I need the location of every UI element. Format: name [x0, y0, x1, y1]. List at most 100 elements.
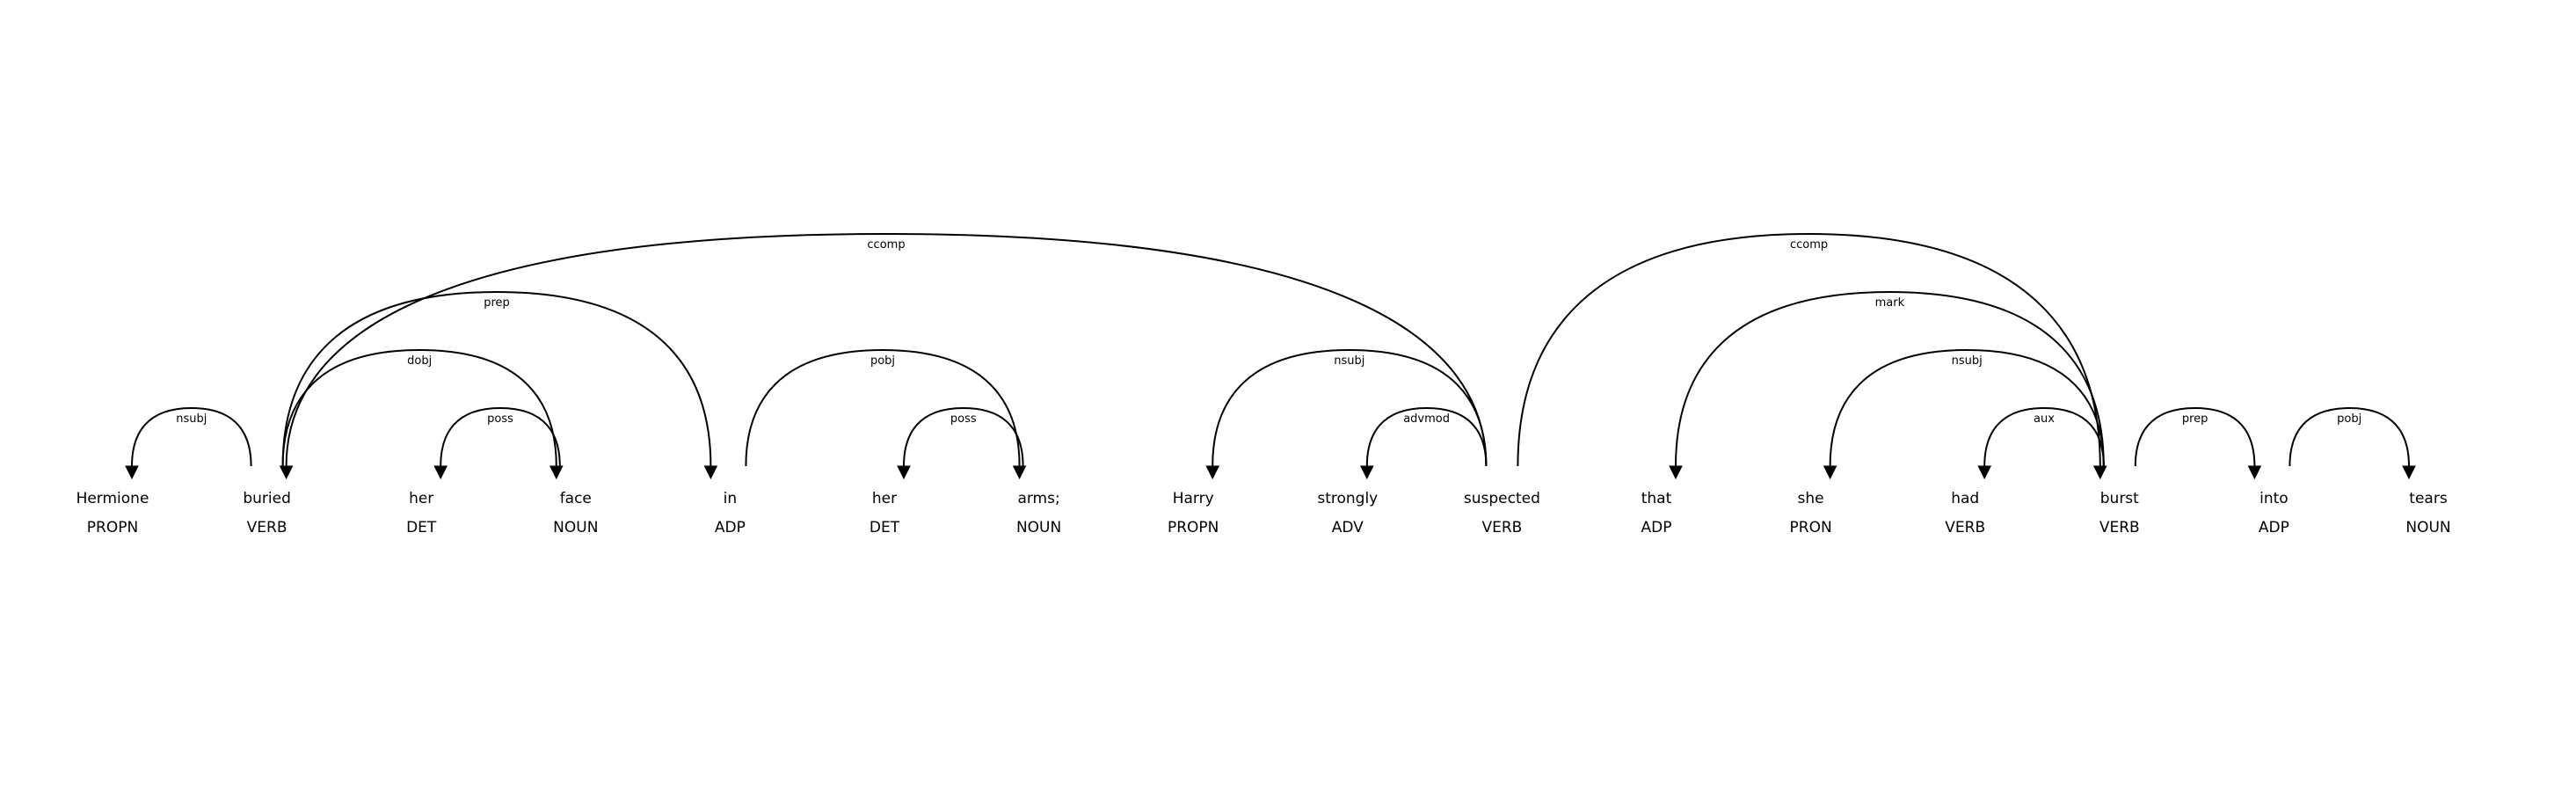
arcs-layer: nsubjccompprepdobjposspobjpossnsubjadvmo…	[125, 232, 2416, 480]
arc-arrowhead	[1012, 465, 1027, 480]
dependency-arc: dobj	[281, 348, 564, 480]
dependency-arc: prep	[281, 290, 718, 480]
arc-label: prep	[484, 296, 510, 310]
token-pos-tag: VERB	[247, 519, 287, 536]
arc-label: poss	[950, 412, 977, 426]
dependency-arc: prep	[2134, 406, 2262, 480]
token-word: tears	[2409, 490, 2448, 507]
token-word: in	[724, 490, 738, 507]
arc-label: advmod	[1403, 412, 1450, 426]
arc-label: nsubj	[1952, 354, 1983, 368]
arc-arrowhead	[2092, 465, 2107, 480]
token-pos-tag: ADP	[2259, 519, 2289, 536]
dependency-arc: ccomp	[1517, 232, 2107, 480]
arc-curve	[1365, 406, 1488, 467]
arc-label: pobj	[2337, 412, 2361, 426]
dependency-arc: advmod	[1359, 406, 1488, 480]
token-pos-tag: PROPN	[87, 519, 138, 536]
token-pos-tag: ADP	[715, 519, 746, 536]
token: arms;NOUN	[1016, 490, 1061, 536]
arc-arrowhead	[433, 465, 448, 480]
token-word: suspected	[1464, 490, 1540, 507]
token-word: strongly	[1317, 490, 1378, 507]
token-word: into	[2259, 490, 2289, 507]
arc-curve	[2289, 406, 2410, 467]
token-word: face	[560, 490, 592, 507]
arc-label: ccomp	[1790, 238, 1828, 252]
token-pos-tag: DET	[870, 519, 900, 536]
arc-curve	[285, 232, 1488, 467]
arc-label: prep	[2182, 412, 2209, 426]
arc-curve	[1829, 348, 2105, 467]
arc-label: nsubj	[1334, 354, 1364, 368]
token-pos-tag: ADP	[1641, 519, 1672, 536]
token-word: Hermione	[76, 490, 149, 507]
arc-curve	[2134, 406, 2256, 467]
token-pos-tag: VERB	[1481, 519, 1522, 536]
arc-curve	[131, 406, 252, 467]
arc-label: poss	[487, 412, 513, 426]
arc-curve	[281, 290, 712, 467]
token-pos-tag: ADV	[1332, 519, 1364, 536]
arc-label: nsubj	[176, 412, 207, 426]
arc-curve	[440, 406, 561, 467]
arc-curve	[745, 348, 1021, 467]
token-pos-tag: NOUN	[2405, 519, 2450, 536]
token-word: that	[1641, 490, 1672, 507]
token-pos-tag: PROPN	[1168, 519, 1219, 536]
arc-arrowhead	[1359, 465, 1374, 480]
arc-arrowhead	[279, 465, 294, 480]
dependency-arc: mark	[1669, 290, 2105, 480]
arc-arrowhead	[1669, 465, 1683, 480]
dependency-arc: pobj	[2289, 406, 2416, 480]
token-word: burst	[2100, 490, 2139, 507]
dependency-arc: aux	[1977, 406, 2105, 480]
arc-arrowhead	[2402, 465, 2416, 480]
dependency-arc: poss	[897, 406, 1024, 480]
arc-arrowhead	[897, 465, 911, 480]
token-pos-tag: NOUN	[553, 519, 598, 536]
token-word: had	[1951, 490, 1979, 507]
arc-label: ccomp	[867, 238, 905, 252]
token-word: arms;	[1017, 490, 1059, 507]
arc-label: aux	[2034, 412, 2055, 426]
token-word: she	[1798, 490, 1824, 507]
arc-curve	[1675, 290, 2105, 467]
arc-arrowhead	[125, 465, 139, 480]
token-word: her	[872, 490, 897, 507]
token-pos-tag: DET	[406, 519, 437, 536]
arc-arrowhead	[2247, 465, 2262, 480]
arc-curve	[281, 348, 557, 467]
dependency-arc: poss	[433, 406, 561, 480]
token-word: her	[409, 490, 433, 507]
arc-arrowhead	[1823, 465, 1837, 480]
arc-label: mark	[1875, 296, 1905, 310]
token-pos-tag: VERB	[1945, 519, 1985, 536]
dependency-arc: pobj	[745, 348, 1027, 480]
token-pos-tag: PRON	[1790, 519, 1832, 536]
dependency-arc: nsubj	[1205, 348, 1488, 480]
arc-curve	[1983, 406, 2105, 467]
arc-arrowhead	[703, 465, 718, 480]
token-word: Harry	[1173, 490, 1214, 507]
token-word: buried	[243, 490, 291, 507]
arc-label: dobj	[407, 354, 432, 368]
arc-curve	[903, 406, 1024, 467]
arc-curve	[1517, 232, 2101, 467]
arc-curve	[1212, 348, 1488, 467]
